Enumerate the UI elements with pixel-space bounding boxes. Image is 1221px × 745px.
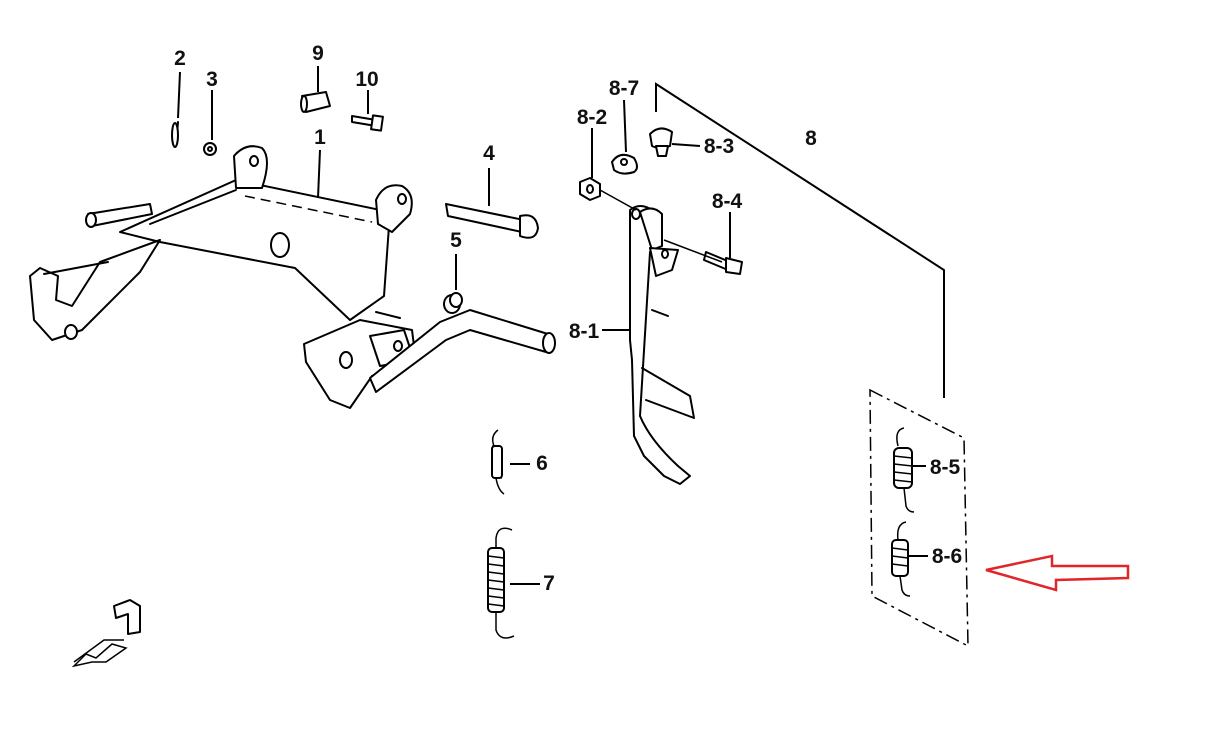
collar	[443, 292, 463, 314]
front-direction-icon	[71, 599, 141, 668]
label-8-7: 8-7	[609, 77, 639, 100]
label-8-5: 8-5	[930, 456, 961, 479]
washer	[203, 142, 217, 156]
label-8: 8	[805, 127, 817, 150]
label-7: 7	[543, 572, 555, 595]
side-stand-nut	[579, 177, 601, 201]
label-8-2: 8-2	[577, 106, 607, 129]
pivot-bolt	[445, 203, 539, 239]
label-8-4: 8-4	[712, 190, 743, 213]
side-stand-bolt	[703, 251, 743, 275]
cotter-pin	[171, 121, 179, 148]
small-bolt	[351, 114, 384, 132]
spring-6	[491, 429, 505, 495]
spring-8-5	[893, 427, 915, 513]
label-8-3: 8-3	[704, 135, 734, 158]
lock-plate	[611, 153, 638, 175]
label-8-1: 8-1	[569, 320, 600, 343]
part-labels: 1 2 3 4 5 6 7 8 9 10 8-1 8-2 8-3 8-4 8-5…	[174, 42, 962, 595]
left-arrow-icon	[985, 554, 1130, 592]
label-5: 5	[450, 229, 462, 252]
rubber-cap	[649, 127, 673, 157]
label-10: 10	[355, 68, 378, 91]
spring-group-outline	[869, 388, 969, 648]
label-2: 2	[174, 47, 186, 70]
spring-7	[487, 527, 515, 639]
label-4: 4	[483, 142, 495, 165]
main-stand	[29, 145, 556, 409]
label-1: 1	[314, 126, 326, 149]
spring-8-6	[891, 521, 911, 597]
label-8-6: 8-6	[932, 545, 962, 568]
label-9: 9	[312, 42, 324, 65]
label-3: 3	[206, 68, 218, 91]
sleeve	[300, 91, 331, 113]
leader-lines	[177, 66, 945, 585]
label-6: 6	[536, 452, 548, 475]
side-stand	[629, 205, 695, 485]
